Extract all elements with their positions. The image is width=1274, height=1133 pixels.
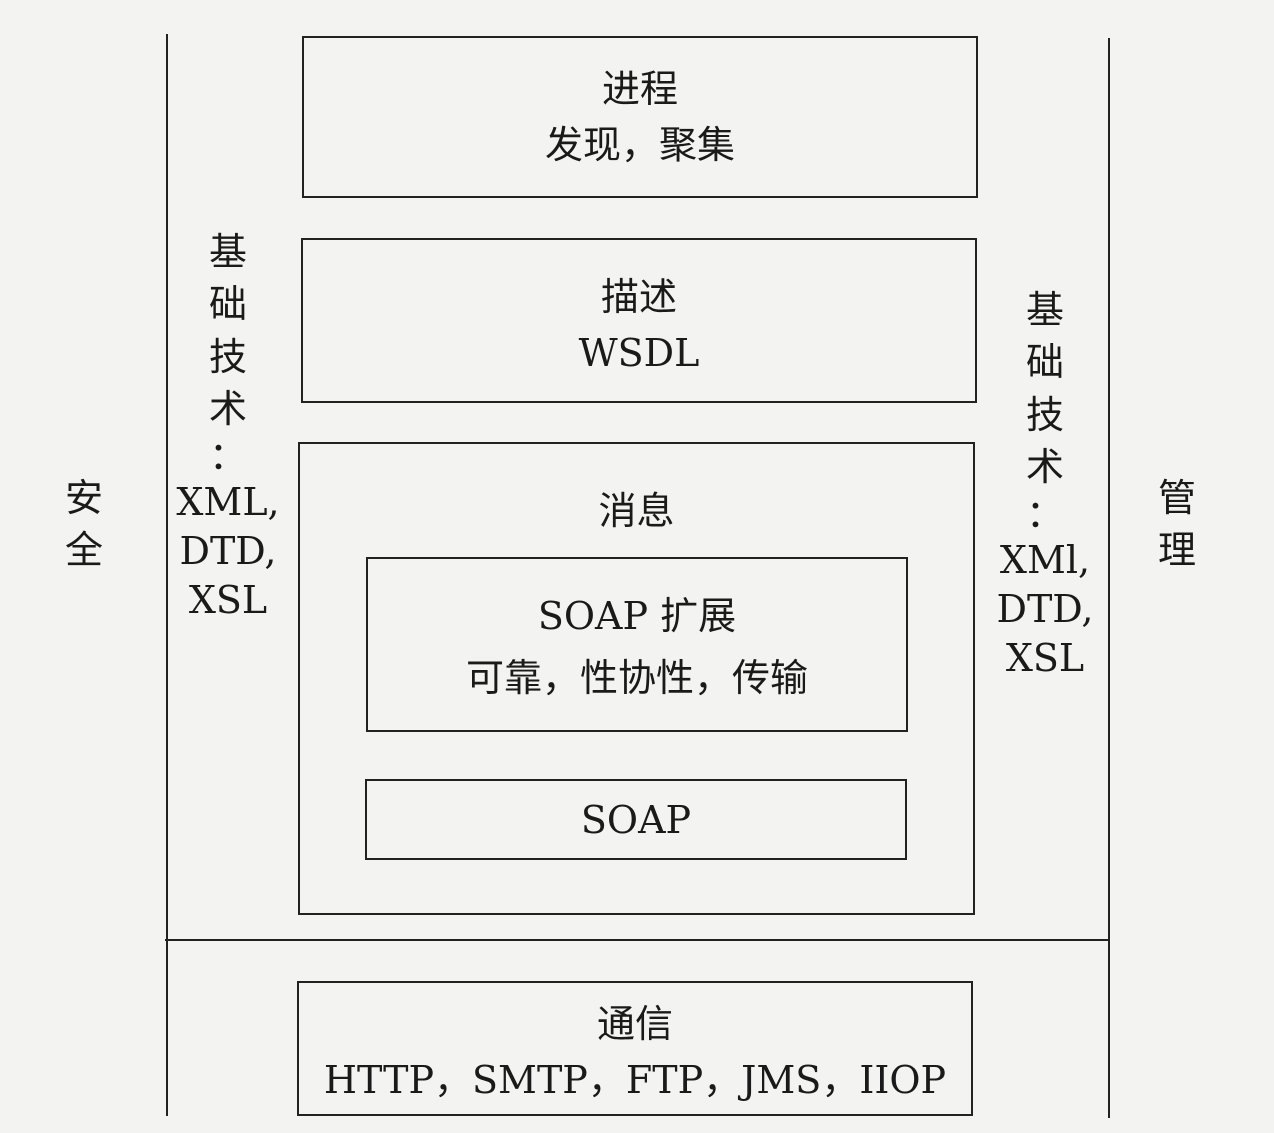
description-layer: 描述 WSDL <box>301 238 977 403</box>
right-divider-line <box>1108 38 1110 1118</box>
left-foundation-char: 技 <box>208 334 247 379</box>
left-foundation-char: 础 <box>208 282 247 327</box>
description-subtitle: WSDL <box>578 331 700 375</box>
left-foundation-char: 基 <box>208 230 247 274</box>
right-foundation-char: 基 <box>1025 288 1064 332</box>
process-title: 进程 <box>601 67 678 111</box>
management-char: 管 <box>1157 476 1196 520</box>
left-divider-line <box>166 34 168 1116</box>
soap-layer: SOAP <box>365 779 907 860</box>
security-char: 安 <box>64 476 103 520</box>
messaging-layer: 消息 <box>298 442 975 915</box>
security-char: 全 <box>64 528 103 573</box>
soap-title: SOAP <box>580 797 692 842</box>
left-foundation-label: 基 础 技 术 ： XML, DTD, XSL <box>168 226 288 626</box>
communication-title: 通信 <box>596 1002 673 1046</box>
process-layer: 进程 发现，聚集 <box>302 36 978 198</box>
left-foundation-tech: XML, <box>176 479 280 524</box>
soap-extension-layer: SOAP 扩展 可靠，性协性，传输 <box>366 557 908 732</box>
description-title: 描述 <box>600 275 677 319</box>
right-foundation-tech: DTD, <box>996 586 1094 631</box>
right-foundation-tech: XSL <box>1005 636 1085 681</box>
communication-subtitle: HTTP，SMTP，FTP，JMS，IIOP <box>323 1058 947 1102</box>
transport-divider-line <box>165 939 1109 941</box>
left-foundation-tech: DTD, <box>179 528 277 573</box>
right-foundation-label: 基 础 技 术 ： XMl, DTD, XSL <box>985 284 1105 684</box>
left-foundation-char: 术 <box>208 387 247 432</box>
soap-extension-subtitle: 可靠，性协性，传输 <box>465 656 808 700</box>
left-foundation-tech: XSL <box>188 578 268 623</box>
communication-layer: 通信 HTTP，SMTP，FTP，JMS，IIOP <box>297 981 973 1116</box>
process-subtitle: 发现，聚集 <box>544 123 735 167</box>
right-foundation-char: 础 <box>1025 340 1064 385</box>
right-foundation-char: 术 <box>1025 445 1064 490</box>
soap-extension-title: SOAP 扩展 <box>537 594 737 638</box>
management-char: 理 <box>1157 528 1196 573</box>
right-foundation-tech: XMl, <box>999 537 1091 582</box>
management-label: 管 理 <box>1137 472 1217 577</box>
security-label: 安 全 <box>44 472 124 577</box>
right-foundation-char: 技 <box>1025 392 1064 437</box>
right-foundation-char: ： <box>1025 491 1064 536</box>
left-foundation-char: ： <box>208 433 247 478</box>
messaging-title: 消息 <box>598 489 675 533</box>
